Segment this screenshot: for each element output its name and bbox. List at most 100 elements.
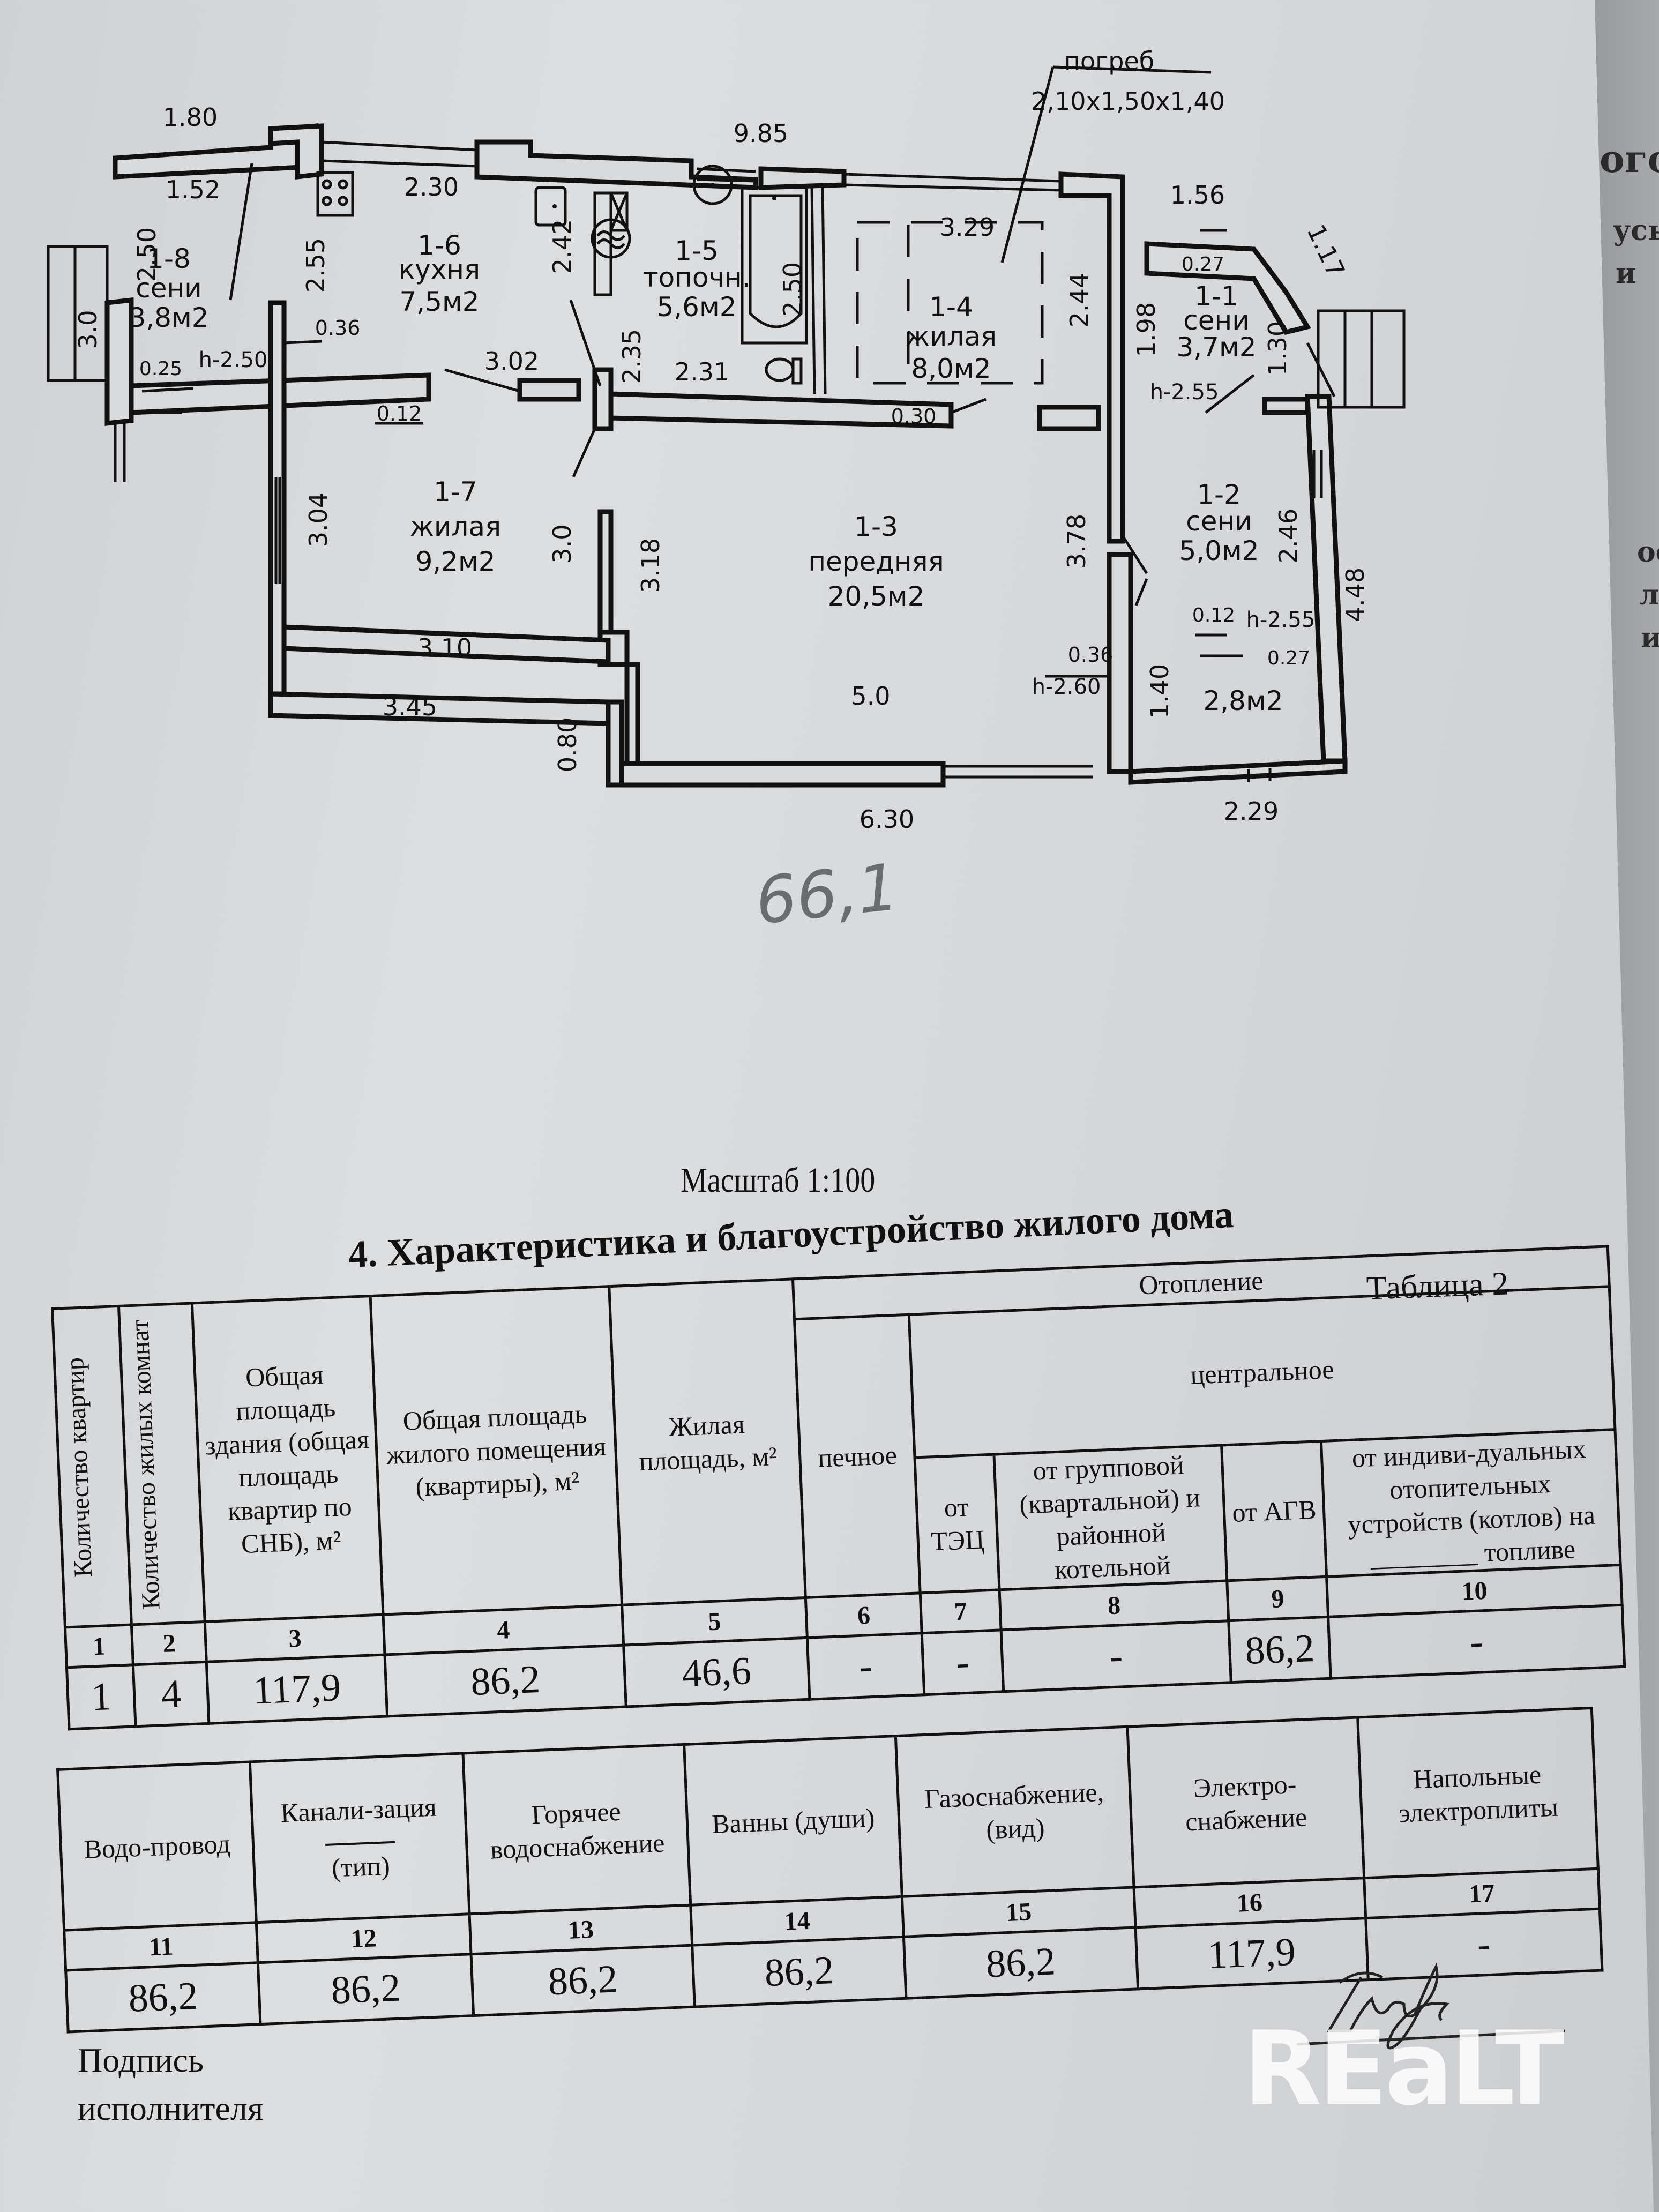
- dimension-label: 3.0: [548, 524, 577, 563]
- dimension-line: [141, 387, 193, 393]
- room-area: 20,5м2: [828, 581, 925, 612]
- dimension-label: 2.31: [675, 357, 729, 386]
- room-area: 2,8м2: [1203, 685, 1283, 716]
- wall-segment: [619, 761, 946, 788]
- dimension-label: 1.30: [1263, 321, 1292, 376]
- dimension-label: 0.36: [315, 316, 361, 340]
- signature-stroke: [1326, 1962, 1450, 2050]
- blank-line: [325, 1841, 395, 1846]
- cell-value: 86,2: [385, 1645, 626, 1716]
- column-number: 2: [131, 1621, 207, 1665]
- wall-segment: [1305, 394, 1348, 764]
- room-number: 1-4: [929, 292, 973, 323]
- cellar-outline: [856, 221, 1044, 385]
- door-swing: [1134, 578, 1148, 606]
- cell-value: 86,2: [1229, 1617, 1331, 1683]
- wall-segment: [281, 624, 611, 664]
- window: [321, 140, 477, 168]
- wall-segment: [608, 391, 954, 429]
- dimension-labels: 1.80 9.85 1.52 2.30 1.56 1.17 3.29 2.50 …: [73, 103, 1370, 834]
- background-text-fragment: и: [1616, 257, 1636, 290]
- walls: [47, 65, 1406, 788]
- wall-segment: [1058, 171, 1125, 544]
- characteristics-table: Количество квартир Количество жилых комн…: [51, 1245, 1626, 1730]
- room-area: 3,7м2: [1176, 332, 1256, 363]
- header-from-chp: от ТЭЦ: [915, 1454, 999, 1593]
- room-name: сени: [136, 273, 201, 304]
- header-baths: Ванны (души): [684, 1736, 902, 1905]
- room-number: 1-7: [434, 476, 477, 507]
- door-swing: [444, 368, 520, 393]
- dimension-label: 0.30: [891, 405, 937, 428]
- window: [943, 765, 1093, 779]
- dimension-label: 0.36: [1068, 643, 1114, 667]
- dimension-label: 2.30: [404, 173, 459, 201]
- dimension-label: 1.40: [1145, 664, 1174, 719]
- cell-value: 86,2: [903, 1927, 1138, 1999]
- signature-label-line1: Подпись: [78, 2041, 204, 2079]
- wall-segment: [1144, 241, 1312, 335]
- signature-label: Подпись исполнителя: [78, 2036, 263, 2133]
- counter: [593, 191, 612, 296]
- column-number: 9: [1227, 1576, 1328, 1621]
- wall-segment: [624, 662, 640, 766]
- room-name: сени: [1186, 506, 1252, 537]
- dimension-label: 2.55: [301, 238, 330, 293]
- room-name: передняя: [808, 546, 944, 577]
- door-swing: [1205, 374, 1255, 414]
- cellar-outline: [856, 221, 910, 385]
- door-swing: [1306, 342, 1336, 398]
- dimension-label: 3.78: [1062, 514, 1091, 569]
- room-name: топочн.: [642, 262, 750, 293]
- dimension-label: 2.50: [132, 227, 161, 282]
- dimension-label: 0.27: [1267, 647, 1310, 669]
- dimension-label: 1.80: [163, 103, 218, 132]
- dimension-label: h-2.60: [1032, 675, 1101, 699]
- header-from-agv: от АГВ: [1221, 1441, 1327, 1581]
- room-number: 1-8: [147, 243, 191, 274]
- header-living-rooms-count: Количество жилых комнат: [125, 1319, 166, 1610]
- dimension-label: 3.10: [417, 633, 472, 662]
- cell-value: 117,9: [206, 1655, 387, 1724]
- header-hot-water: Горячее водоснабжение: [462, 1744, 691, 1914]
- dimension-label: 2.50: [778, 262, 807, 317]
- door-swing: [951, 398, 987, 414]
- window: [274, 477, 281, 584]
- dimension-label: 1.56: [1170, 181, 1225, 210]
- header-gas-supply: Газоснабжение, (вид): [895, 1727, 1134, 1897]
- room-number: 1-6: [417, 230, 461, 261]
- background-text-fragment: ого: [1600, 137, 1659, 181]
- window: [843, 173, 1062, 192]
- column-number: 11: [64, 1922, 258, 1971]
- header-individual-devices: от индиви-дуальных отопительных устройст…: [1321, 1429, 1621, 1577]
- header-dwelling-total-area: Общая площадь жилого помещения (квартиры…: [370, 1286, 622, 1615]
- dimension-label: 3.02: [484, 347, 539, 376]
- header-sewerage: Канали-зация: [280, 1791, 437, 1828]
- room-name: жилая: [906, 321, 997, 352]
- room-area: 5,0м2: [1179, 535, 1259, 566]
- cellar-size: 2,10x1,50x1,40: [1031, 87, 1225, 116]
- dimension-label: 3.29: [940, 213, 995, 242]
- wall-segment: [1262, 397, 1310, 415]
- background-text-fragment: усь: [1613, 214, 1659, 247]
- scale-label: Масштаб 1:100: [681, 1161, 876, 1200]
- signature-label-line2: исполнителя: [78, 2089, 264, 2127]
- room-area: 7,5м2: [399, 286, 479, 317]
- column-number: 6: [805, 1593, 922, 1638]
- cell-value: -: [807, 1633, 925, 1700]
- room-number: 1-1: [1194, 281, 1238, 312]
- washbasin-icon: [692, 165, 733, 205]
- wall-segment: [1128, 758, 1348, 785]
- signature-line: [1297, 2029, 1565, 2046]
- dimension-label: 0.12: [1192, 604, 1235, 626]
- room-area: 8,0м2: [911, 353, 991, 384]
- section-title: 4. Характеристика и благоустройство жило…: [347, 1193, 1235, 1276]
- header-living-area: Жилая площадь, м²: [609, 1279, 806, 1605]
- header-electric-stoves: Напольные электроплиты: [1357, 1708, 1598, 1878]
- cell-value: -: [1000, 1620, 1231, 1692]
- dimension-label: 0.80: [553, 718, 582, 772]
- cell-value: -: [922, 1630, 1004, 1695]
- room-number: 1-3: [854, 511, 898, 542]
- floor-plan: 1-8 сени 3,8м2 1-6 кухня 7,5м2 1-5 топоч…: [47, 47, 1406, 834]
- dimension-label: 2.44: [1065, 273, 1094, 327]
